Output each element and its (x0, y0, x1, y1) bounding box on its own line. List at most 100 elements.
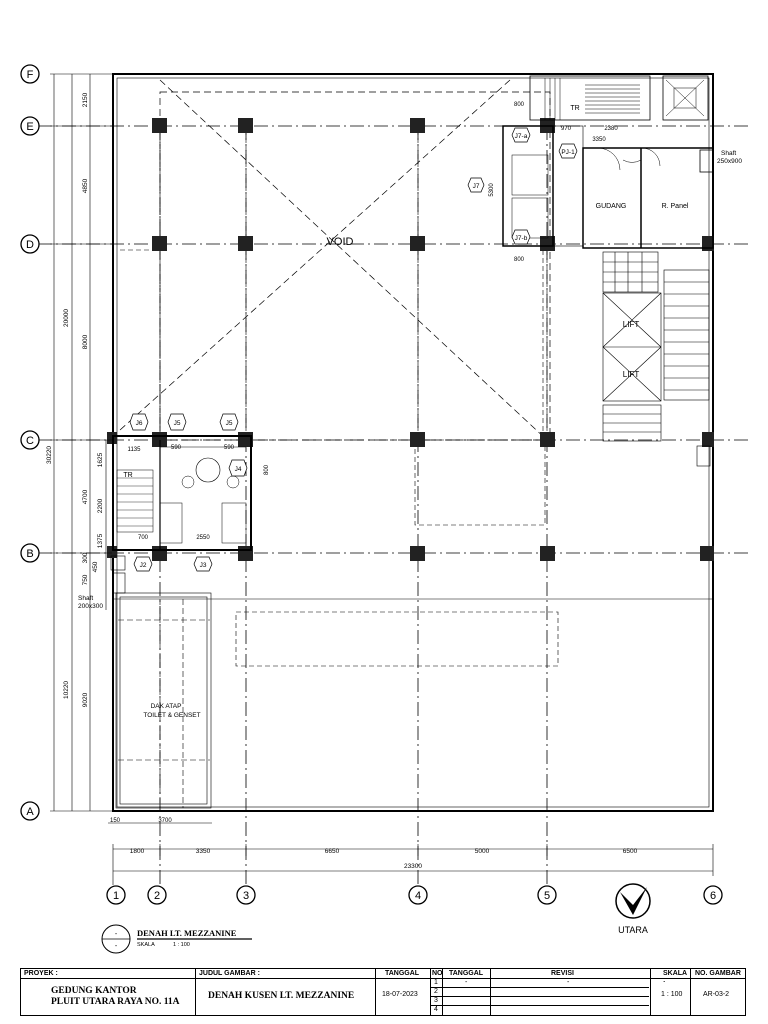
bottom-dimension-lines (108, 822, 714, 876)
dak-atap-sublabel: TOILET & GENSET (143, 712, 200, 719)
tag-label: J7 (473, 183, 480, 190)
dim-text: 300 (82, 552, 89, 563)
dim-text: 1800 (130, 848, 145, 855)
top-right-rooms (502, 75, 714, 249)
proyek-line2: PLUIT UTARA RAYA NO. 11A (51, 997, 180, 1007)
void-label: VOID (327, 236, 354, 248)
north-label: UTARA (618, 925, 648, 935)
r-panel-label: R. Panel (662, 203, 689, 210)
judul-label: JUDUL GAMBAR : (199, 970, 260, 977)
rev-no: 4 (434, 1006, 438, 1013)
axis-bubble-B (20, 543, 40, 563)
revisi-col: REVISI - (491, 969, 651, 1015)
rev-no: 2 (434, 988, 438, 995)
dim-text: 2150 (82, 92, 89, 107)
north-arrow: UTARA (615, 883, 651, 935)
no-gambar-cell: NO. GAMBAR AR-03-2 (691, 969, 747, 1015)
no-col: NO 1 2 3 4 (431, 969, 443, 1015)
tr-label: TR (570, 105, 579, 112)
scale-label: SKALA (137, 942, 155, 948)
axis-bubble-C (20, 430, 40, 450)
scale-value: 1 : 100 (173, 942, 190, 948)
structural-columns (107, 118, 714, 561)
shaft-size: 200x300 (78, 603, 103, 610)
dim-text: 6500 (623, 848, 638, 855)
dim-text: 970 (561, 126, 572, 132)
drawing-title-block: - - DENAH LT. MEZZANINE SKALA 1 : 100 (101, 924, 252, 954)
axis-bubble-3 (236, 885, 256, 905)
tag-label: J7-b (515, 235, 528, 242)
axis-bubble-2 (147, 885, 167, 905)
dim-text: 5000 (475, 848, 490, 855)
rev-tanggal-label: TANGGAL (449, 970, 484, 977)
dim-text: 5300 (489, 183, 495, 197)
rev-tanggal-dash: - (465, 979, 468, 986)
axis-bubble-5 (537, 885, 557, 905)
dim-text: 3350 (592, 137, 606, 143)
tag-label: PJ-1 (561, 149, 575, 156)
tag-J7-a (511, 127, 531, 143)
shaft-labels: Shaft 250x900 Shaft 200x300 (78, 150, 742, 610)
tr-label: TR (123, 472, 132, 479)
axis-label-5: 5 (544, 890, 550, 902)
svg-text:-: - (115, 943, 118, 950)
axis-bubble-A (20, 801, 40, 821)
dim-text: 4700 (82, 489, 89, 504)
tag-label: J5 (226, 420, 233, 427)
dim-text: 9020 (82, 692, 89, 707)
dak-atap-label: DAK ATAP (151, 703, 182, 710)
skala-cell: SKALA : 1 : 100 (651, 969, 691, 1015)
no-label: NO (432, 970, 443, 977)
dim-text: 1135 (128, 447, 142, 453)
tag-label: J4 (235, 466, 242, 473)
lift-label: LIFT (623, 370, 640, 379)
tag-label: J2 (140, 562, 147, 569)
lift-label: LIFT (623, 320, 640, 329)
title-block-divider (21, 978, 745, 979)
dim-text: 10220 (63, 681, 70, 699)
dim-text: 2550 (196, 535, 210, 541)
left-dimension-lines (50, 73, 112, 812)
tanggal-label: TANGGAL (385, 970, 420, 977)
axis-label-4: 4 (415, 890, 421, 902)
skala-label: SKALA : (663, 970, 687, 984)
axis-label-B: B (26, 548, 33, 560)
axis-bubble-D (20, 234, 40, 254)
small-dimension-texts: 150 3700 800 970 2380 3350 5300 800 800 … (110, 102, 618, 824)
axis-label-F: F (27, 69, 34, 81)
revisi-label: REVISI (551, 970, 574, 977)
door-window-tags: J7 J7-a PJ-1 J7-b J6 J5 J5 J4 J2 J3 (129, 127, 578, 572)
no-gambar-label: NO. GAMBAR (695, 970, 741, 977)
dim-text: 8000 (82, 334, 89, 349)
dim-text: 700 (138, 535, 149, 541)
axis-bubble-F (20, 64, 40, 84)
dim-text: 4850 (82, 178, 89, 193)
tag-label: J3 (200, 562, 207, 569)
north-arrow-icon (615, 883, 651, 919)
column-axis-bubbles: 1 2 3 4 5 6 (106, 876, 723, 905)
shaft-label: Shaft (78, 595, 93, 602)
drawing-title: DENAH LT. MEZZANINE (137, 928, 237, 938)
axis-label-D: D (26, 239, 34, 251)
tag-label: J5 (174, 420, 181, 427)
no-gambar-value: AR-03-2 (703, 991, 730, 998)
dim-text: 30220 (46, 446, 53, 464)
rev-row-divider (431, 996, 649, 997)
axis-label-1: 1 (113, 890, 119, 902)
axis-label-3: 3 (243, 890, 249, 902)
tag-label: J6 (136, 420, 143, 427)
dim-text: 450 (92, 561, 99, 572)
dim-text: 1625 (97, 452, 104, 467)
void-cross (119, 79, 551, 441)
tag-J6 (129, 413, 149, 431)
grid-lines (38, 125, 750, 885)
dim-text: 3700 (158, 818, 172, 824)
tag-J7 (467, 177, 485, 193)
dim-text: 750 (82, 574, 89, 585)
skala-value: 1 : 100 (661, 991, 683, 998)
axis-label-C: C (26, 435, 34, 447)
stair-lift-core (602, 251, 711, 467)
tag-J7-b (511, 229, 531, 245)
judul-text: DENAH KUSEN LT. MEZZANINE (208, 991, 355, 1001)
rev-no: 1 (434, 979, 438, 986)
